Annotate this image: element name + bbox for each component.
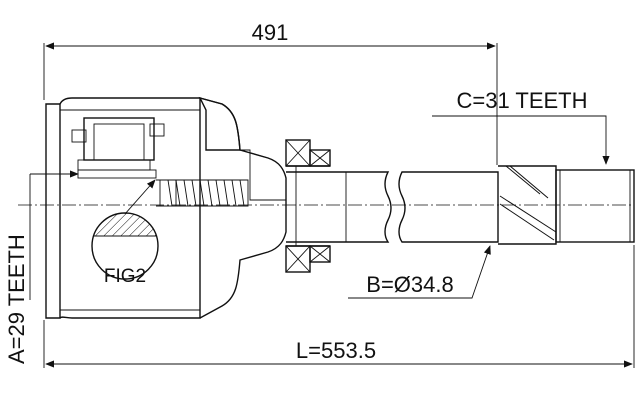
fig2-leader [124, 179, 156, 215]
drive-shaft [286, 166, 499, 246]
dimension-total-length: L=553.5 [43, 245, 635, 368]
dimension-491: 491 [43, 20, 498, 165]
diameter-label: B=Ø34.8 [366, 272, 453, 297]
tripod-section [71, 117, 249, 207]
diameter-callout: B=Ø34.8 [348, 245, 491, 299]
outer-teeth-label: C=31 TEETH [456, 88, 587, 113]
inner-teeth-label: A=29 TEETH [4, 234, 29, 364]
dim-491-label: 491 [252, 20, 289, 45]
inner-teeth-callout: A=29 TEETH [4, 170, 79, 364]
boot-seal [285, 139, 331, 273]
outer-teeth-callout: C=31 TEETH [432, 88, 610, 165]
dim-total-length-label: L=553.5 [296, 338, 376, 363]
joint-housing [45, 96, 287, 319]
outer-spline [498, 165, 635, 245]
fig2-label: FIG2 [104, 266, 146, 287]
fig2-detail: FIG2 [91, 179, 159, 287]
